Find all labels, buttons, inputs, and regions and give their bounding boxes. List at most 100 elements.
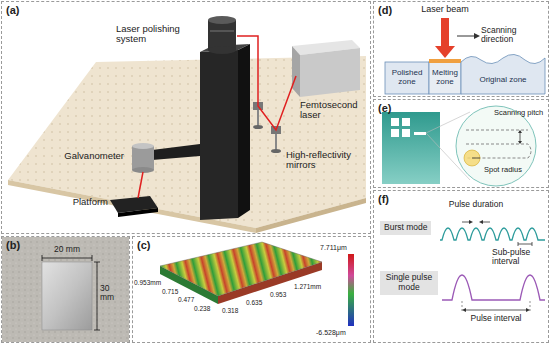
- zone-name: Original zone: [479, 76, 526, 85]
- axis-tick: 0.953: [270, 291, 292, 298]
- zone-profile-part: [461, 54, 545, 94]
- pulse-waveforms-part: [462, 308, 466, 312]
- panel-letter: (d): [378, 4, 392, 16]
- colorbar-value: -6.528μm: [316, 329, 366, 337]
- mode-box: Burst mode: [380, 221, 431, 235]
- sample-photo-part: [42, 262, 92, 330]
- panel-letter: (f): [378, 193, 389, 205]
- mirror-mounts-part: [257, 110, 259, 126]
- laser-polishing-tower: [152, 16, 250, 220]
- femtosecond-laser-box-part: [300, 48, 360, 97]
- laser-beam-path-part: [138, 172, 143, 198]
- sample-photo-part: [42, 258, 92, 259]
- mirror-mounts-part: [253, 125, 263, 129]
- laser-polishing-tower-part: [210, 30, 234, 32]
- zone-profile-part: [385, 62, 429, 94]
- surface-plot: [160, 242, 354, 326]
- sample-photo-part: [94, 262, 100, 263]
- sample-photo-part: [2, 237, 129, 342]
- dimension-label: 30 mm: [100, 284, 120, 303]
- timing-label: Pulse interval: [456, 314, 536, 323]
- sample-photo-part: [92, 255, 93, 261]
- pulse-waveforms-part: [469, 220, 473, 224]
- zone-profile-part: [474, 33, 480, 39]
- pulse-waveforms-part: [440, 228, 545, 240]
- laser-beam-path: [138, 36, 296, 198]
- pulse-waveforms-part: [462, 222, 469, 223]
- galvanometer-symbol-part: [132, 146, 154, 170]
- part-label: Galvanometer: [30, 151, 124, 161]
- mirror-mounts-part: [271, 149, 281, 153]
- galvanometer-symbol-part: [132, 143, 154, 149]
- figure-panel: (f) Burst modeSingle pulse mode: [373, 190, 549, 343]
- scan-path-detail-part: [518, 130, 522, 133]
- timing-label: Pulse duration: [442, 200, 510, 209]
- zone-profile-part: [457, 36, 474, 37]
- laser-polishing-tower-part: [152, 144, 200, 160]
- laser-polishing-tower-part: [208, 16, 236, 24]
- pulse-waveforms-part: [532, 242, 533, 246]
- axis-tick: 0.318: [222, 307, 244, 314]
- pulse-waveforms: [440, 220, 545, 312]
- axis-tick: 0.953mm: [134, 279, 168, 286]
- zone-profile-part: [429, 59, 461, 63]
- axis-tick: 0.238: [194, 305, 216, 312]
- colorbar-value: 7.711μm: [320, 244, 366, 252]
- axis-tick: 0.715: [162, 288, 184, 295]
- direction-label: Scanning direction: [481, 26, 545, 45]
- scan-path-detail-part: [518, 141, 522, 144]
- mode-name: Single pulse mode: [384, 273, 434, 293]
- scan-path-detail-part: [391, 129, 399, 137]
- beam-label: Laser beam: [405, 5, 485, 15]
- pulse-waveforms-part: [479, 220, 483, 224]
- surface-plot-part: [348, 254, 354, 326]
- scan-path-detail-part: [382, 112, 440, 184]
- panel-letter: (e): [378, 102, 391, 114]
- zone-profile: [385, 18, 545, 94]
- laser-polishing-tower-part: [208, 46, 236, 54]
- scan-path-detail-part: [402, 118, 410, 126]
- pulse-waveforms-part: [483, 222, 490, 223]
- galvanometer-symbol: [132, 143, 154, 173]
- scan-path-detail-part: [472, 158, 480, 159]
- pitch-label: Scanning pitch: [494, 109, 546, 117]
- radius-label: Spot radius: [484, 166, 534, 174]
- scan-path-detail: [382, 106, 536, 186]
- part-label: Femtosecond laser: [300, 100, 366, 121]
- laser-beam-path-part: [237, 36, 296, 130]
- pulse-waveforms-part: [465, 310, 527, 311]
- sample-photo: [2, 237, 129, 342]
- figure-panel: (d)Polished zoneMelting zoneOriginal zon…: [373, 1, 549, 97]
- mode-box: Single pulse mode: [380, 271, 438, 295]
- zone-profile-part: [435, 46, 455, 58]
- sample-photo-part: [2, 237, 129, 342]
- sample-photo-part: [42, 255, 43, 261]
- axis-tick: 0.635: [246, 299, 268, 306]
- mirror-mounts-part: [275, 134, 277, 150]
- pulse-waveforms-part: [518, 242, 519, 246]
- part-label: Laser polishing system: [116, 24, 198, 45]
- scan-path-detail-part: [402, 129, 410, 137]
- axis-tick: 0.477: [178, 296, 200, 303]
- pulse-waveforms-part: [462, 301, 463, 312]
- scan-path-detail-part: [391, 118, 399, 126]
- scan-path-detail-part: [414, 132, 426, 135]
- laser-polishing-tower-part: [208, 20, 236, 50]
- platform-stage-part: [118, 208, 158, 217]
- sample-photo-part: [94, 330, 100, 331]
- pulse-waveforms-part: [442, 275, 545, 300]
- zone-name: Melting zone: [431, 69, 459, 87]
- panel-letter: (b): [6, 239, 20, 251]
- sample-photo-part: [97, 262, 98, 330]
- dimension-label: 20 mm: [42, 245, 92, 254]
- zone-profile-part: [441, 18, 449, 46]
- pulse-waveforms-part: [530, 301, 531, 312]
- laser-polishing-tower-part: [200, 50, 238, 220]
- scan-path-detail-part: [464, 150, 480, 166]
- platform-stage: [110, 196, 158, 217]
- part-label: Platform: [50, 197, 108, 207]
- pulse-waveforms-part: [518, 244, 532, 245]
- panel-letter: (c): [137, 239, 150, 251]
